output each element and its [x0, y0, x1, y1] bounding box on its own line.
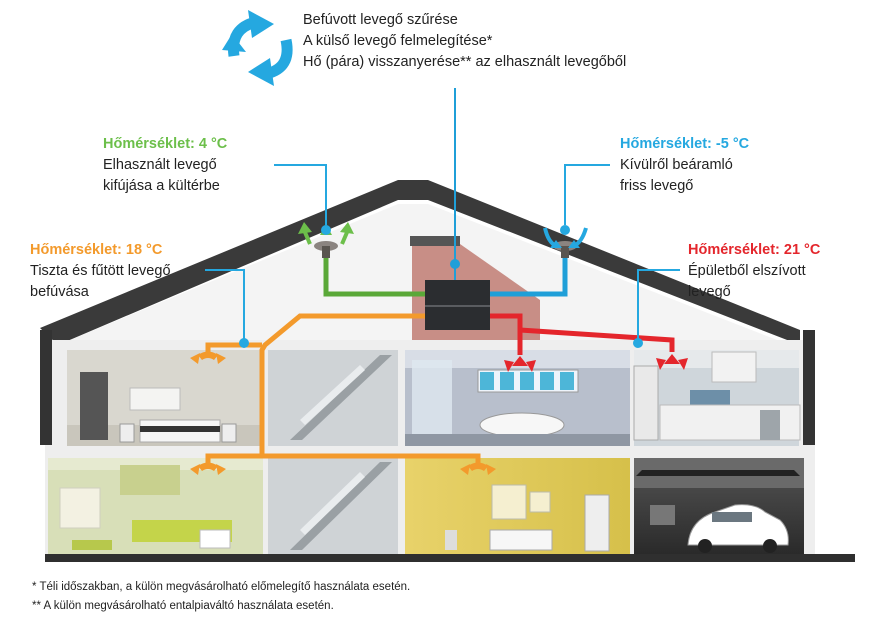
fresh-temperature: Hőmérséklet: -5 °C: [620, 136, 750, 152]
supply-airflow-arrows: [190, 351, 496, 475]
caption-line-filter: Befúvott levegő szűrése: [303, 12, 458, 28]
extract-duct: [490, 313, 675, 355]
ventilation-unit: [425, 280, 490, 330]
exhaust-desc-2: kifújása a kültérbe: [103, 178, 220, 194]
callout-dots: [239, 225, 643, 348]
car: [687, 504, 789, 553]
fresh-air-duct: [490, 256, 568, 297]
left-wall-edge: [40, 330, 52, 445]
extract-desc-1: Épületből elszívott: [688, 263, 806, 279]
footnote-preheater: * Téli időszakban, a külön megvásárolhat…: [32, 581, 411, 593]
exhaust-label: Hőmérséklet: 4 °C Elhasznált levegő kifú…: [103, 134, 227, 197]
caption-line-preheat: A külső levegő felmelegítése*: [303, 33, 493, 49]
callout-lines: [205, 164, 680, 340]
fresh-label: Hőmérséklet: -5 °C Kívülről beáramló fri…: [620, 134, 749, 197]
supply-temperature: Hőmérséklet: 18 °C: [30, 242, 163, 258]
stairwell-lower: [268, 458, 398, 554]
living-room-yellow: [405, 458, 630, 554]
extract-label: Hőmérséklet: 21 °C Épületből elszívott l…: [688, 240, 820, 303]
exhaust-desc-1: Elhasznált levegő: [103, 157, 217, 173]
fresh-desc-2: friss levegő: [620, 178, 694, 194]
caption-line-recovery: Hő (pára) visszanyerése** az elhasznált …: [303, 54, 627, 70]
top-caption: Befúvott levegő szűrése A külső levegő f…: [303, 10, 626, 73]
supply-desc-1: Tiszta és fűtött levegő: [30, 263, 171, 279]
unit-callout-dot: [450, 259, 460, 269]
bedroom-upper: [67, 350, 262, 446]
bathroom: [405, 350, 630, 446]
garage: [634, 458, 804, 554]
right-wall-edge: [803, 330, 815, 445]
extract-airflow-arrows: [504, 354, 688, 372]
roof-vent-fresh: [543, 227, 588, 258]
supply-label: Hőmérséklet: 18 °C Tiszta és fűtött leve…: [30, 240, 171, 303]
supply-desc-2: befúvása: [30, 284, 89, 300]
stairwell-upper: [268, 350, 398, 446]
recirculation-arrows-icon: [222, 10, 293, 86]
exhaust-temperature: Hőmérséklet: 4 °C: [103, 136, 228, 152]
extract-desc-2: levegő: [688, 284, 731, 300]
footnote-enthalpy: ** A külön megvásárolható entalpiaváltó …: [32, 600, 334, 612]
exhaust-duct: [323, 256, 425, 297]
living-room-green: [48, 458, 263, 554]
fresh-desc-1: Kívülről beáramló: [620, 157, 733, 173]
extract-temperature: Hőmérséklet: 21 °C: [688, 242, 821, 258]
ground-line: [45, 554, 855, 562]
